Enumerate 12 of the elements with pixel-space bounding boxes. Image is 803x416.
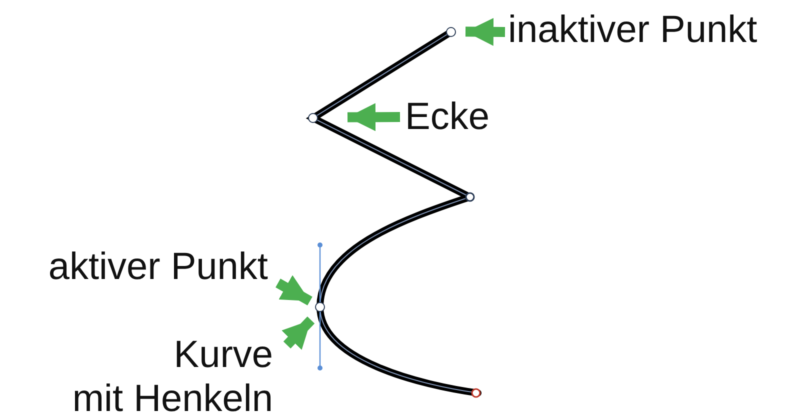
bezier-curve bbox=[316, 194, 482, 396]
anchor-point bbox=[308, 112, 318, 122]
anchor-point bbox=[314, 302, 324, 312]
leader-arrow bbox=[465, 18, 506, 46]
callout-label: Ecke bbox=[405, 95, 490, 139]
leader-arrow bbox=[282, 316, 315, 350]
callout-label: inaktiver Punkt bbox=[508, 8, 758, 52]
callout-label: Kurve mit Henkeln bbox=[72, 333, 273, 416]
leader-arrow bbox=[276, 275, 312, 306]
callout-label: aktiver Punkt bbox=[48, 245, 268, 289]
leader-arrow bbox=[347, 103, 400, 132]
anchor-point bbox=[446, 26, 456, 36]
